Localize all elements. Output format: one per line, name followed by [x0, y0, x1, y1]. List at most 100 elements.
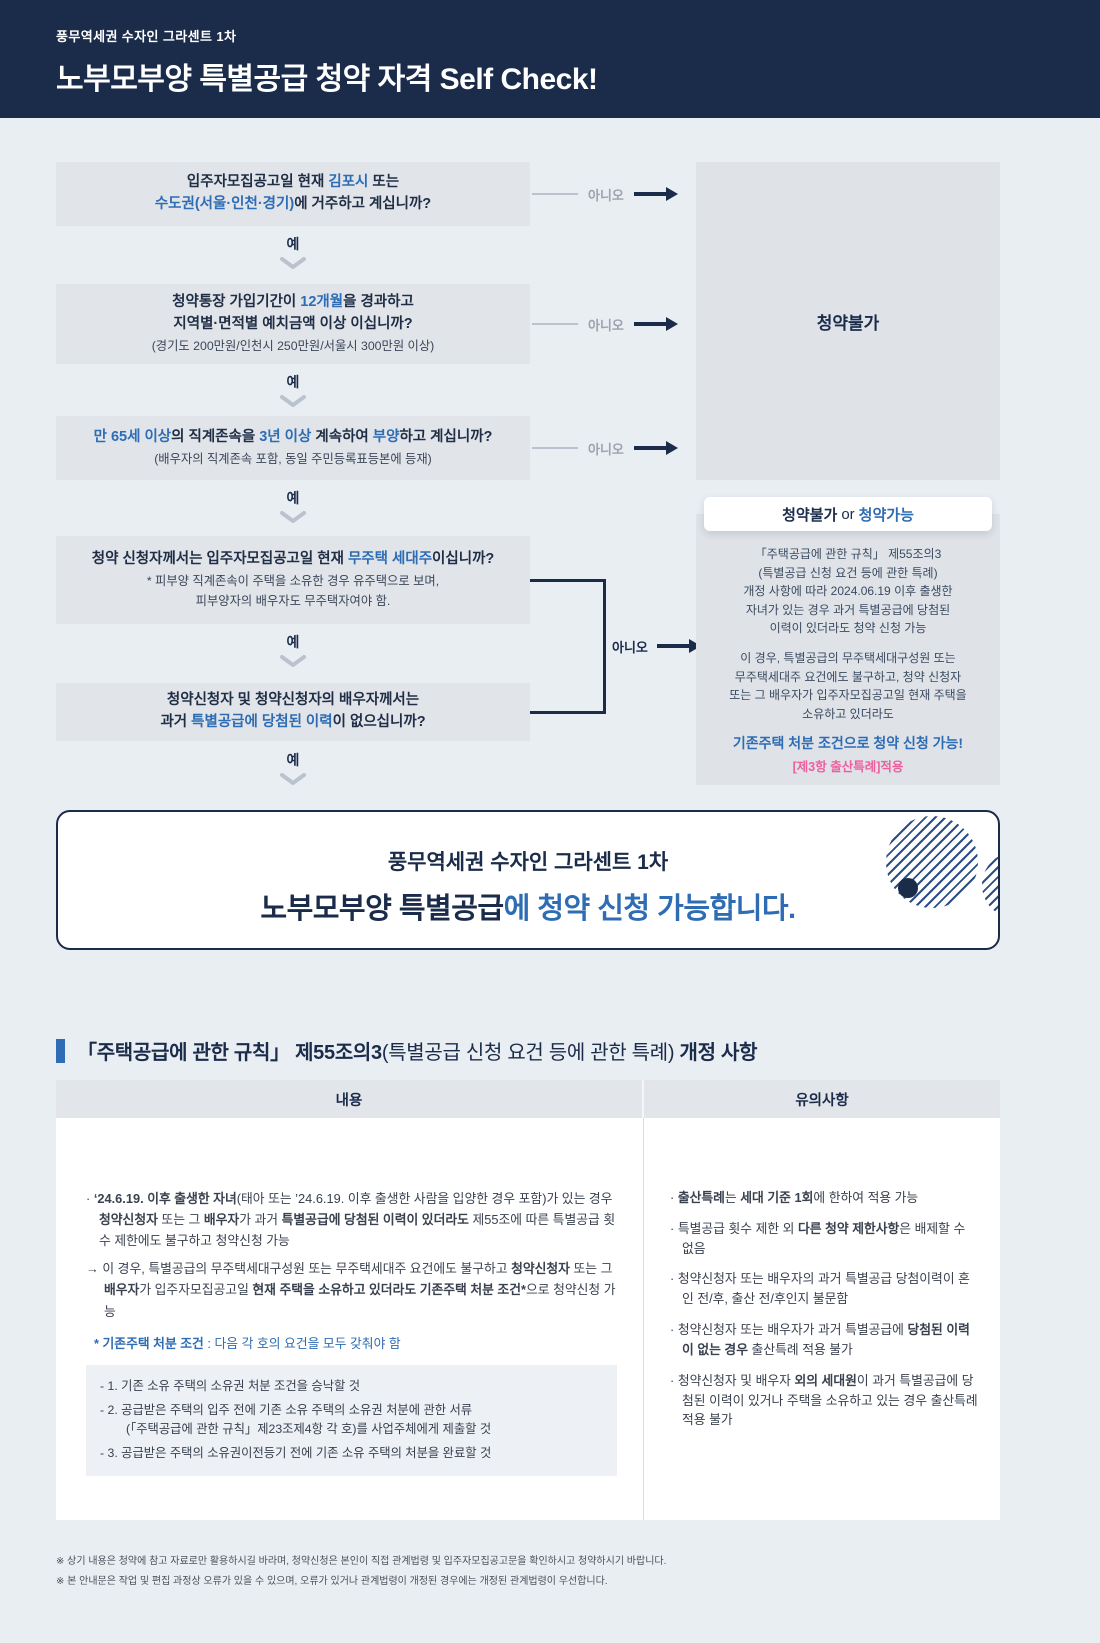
question-text: 수도권(서울·인천·경기)에 거주하고 계십니까?: [154, 196, 432, 212]
striped-circle-icon: [982, 852, 998, 918]
connector-line: [532, 447, 578, 449]
dot-circle-icon: [898, 878, 918, 898]
question-box-account: 청약통장 가입기간이 12개월을 경과하고 지역별·면적별 예치금액 이상 이십…: [56, 284, 530, 364]
right-arrow-icon: [665, 441, 678, 455]
question-box-parents: 만 65세 이상의 직계존속을 3년 이상 계속하여 부양하고 계십니까? (배…: [56, 416, 530, 480]
conditional-panel-title: 청약불가 or 청약가능: [704, 497, 992, 531]
down-chevron-icon: [280, 511, 306, 523]
right-arrow-icon: [665, 187, 678, 201]
conditional-panel-body: 「주택공급에 관한 규칙」 제55조의3 (특별공급 신청 요건 등에 관한 특…: [706, 545, 990, 777]
caution-item: · 출산특례는 세대 기준 1회에 한하여 적용 가능: [670, 1190, 919, 1205]
question-note: 피부양자의 배우자도 무주택자여야 함.: [195, 593, 391, 608]
table-header-content: 내용: [56, 1080, 644, 1118]
conditional-highlight: 기존주택 처분 조건으로 청약 신청 가능!: [732, 735, 964, 752]
yes-label: 예: [286, 374, 300, 390]
conditional-panel: [696, 514, 1000, 785]
condition-item: - 2. 공급받은 주택의 입주 전에 기존 소유 주택의 소유권 처분에 관한…: [100, 1402, 492, 1437]
caution-item: · 청약신청자 또는 배우자가 과거 특별공급에 당첨된 이력이 없는 경우 출…: [670, 1322, 970, 1357]
section-marker: [56, 1038, 65, 1063]
down-chevron-icon: [280, 773, 306, 785]
right-arrow-icon: [665, 317, 678, 331]
result-box-ineligible: 청약불가: [696, 162, 1000, 480]
footer-notes: ※ 상기 내용은 청약에 참고 자료로만 활용하시길 바라며, 청약신청은 본인…: [56, 1552, 666, 1592]
table-cell-cautions: · 출산특례는 세대 기준 1회에 한하여 적용 가능 · 특별공급 횟수 제한…: [644, 1118, 1000, 1520]
content-arrow-note: → 이 경우, 특별공급의 무주택세대구성원 또는 무주택세대주 요건에도 불구…: [86, 1261, 616, 1319]
question-box-homeless-head: 청약 신청자께서는 입주자모집공고일 현재 무주택 세대주이십니까? * 피부양…: [56, 536, 530, 624]
question-note: (경기도 200만원/인천시 250만원/서울시 300만원 이상): [151, 338, 435, 353]
no-label: 아니오: [612, 639, 648, 655]
yes-label: 예: [286, 752, 300, 768]
question-text: 청약 신청자께서는 입주자모집공고일 현재 무주택 세대주이십니까?: [91, 551, 495, 568]
result-message-strong: 노부모부양 특별공급: [260, 893, 504, 925]
result-message: 노부모부양 특별공급에 청약 신청 가능합니다.: [58, 885, 998, 927]
condition-item: - 3. 공급받은 주택의 소유권이전등기 전에 기존 소유 주택의 처분을 완…: [100, 1445, 492, 1460]
down-chevron-icon: [280, 655, 306, 667]
yes-step: 예: [56, 372, 530, 407]
header: 풍무역세권 수자인 그라센트 1차 노부모부양 특별공급 청약 자격 Self …: [0, 0, 1100, 118]
no-connector-2: 아니오: [532, 316, 678, 333]
yes-step: 예: [56, 234, 530, 269]
no-connector-3: 아니오: [532, 440, 678, 457]
no-connector-1: 아니오: [532, 186, 678, 203]
arrow-shaft: [633, 446, 666, 450]
question-box-residence: 입주자모집공고일 현재 김포시 또는 수도권(서울·인천·경기)에 거주하고 계…: [56, 162, 530, 226]
conditional-tag: [제3항 출산특례]적용: [792, 759, 904, 774]
yes-label: 예: [286, 236, 300, 252]
question-note: * 피부양 직계존속이 주택을 소유한 경우 유주택으로 보며,: [146, 574, 440, 589]
table-body: · ‘24.6.19. 이후 출생한 자녀(태아 또는 ’24.6.19. 이후…: [56, 1118, 1000, 1520]
result-message-rest: 에 청약 신청 가능합니다.: [503, 893, 797, 925]
yes-step: 예: [56, 488, 530, 523]
yes-label: 예: [286, 490, 300, 506]
connector-line: [532, 323, 578, 325]
caution-item: · 청약신청자 및 배우자 외의 세대원이 과거 특별공급에 당첨된 이력이 있…: [670, 1372, 978, 1428]
pill-text-ineligible: 청약불가: [782, 506, 838, 524]
arrow-shaft: [633, 192, 666, 196]
yes-label: 예: [286, 634, 300, 650]
page-title: 노부모부양 특별공급 청약 자격 Self Check!: [56, 63, 598, 96]
no-label: 아니오: [588, 187, 624, 203]
table-cell-content: · ‘24.6.19. 이후 출생한 자녀(태아 또는 ’24.6.19. 이후…: [56, 1118, 644, 1520]
section-title-rule: 「주택공급에 관한 규칙」 제55조의3: [77, 1042, 382, 1064]
conditional-paragraph-2: 이 경우, 특별공급의 무주택세대구성원 또는 무주택세대주 요건에도 불구하고…: [729, 650, 967, 721]
result-project-name: 풍무역세권 수자인 그라센트 1차: [387, 851, 669, 874]
yes-step: 예: [56, 632, 530, 667]
table-header-cautions: 유의사항: [644, 1080, 1000, 1118]
footer-note-1: ※ 상기 내용은 청약에 참고 자료로만 활용하시길 바라며, 청약신청은 본인…: [56, 1556, 667, 1567]
question-text: 지역별·면적별 예치금액 이상 이십니까?: [173, 316, 413, 333]
question-text: 청약신청자 및 청약신청자의 배우자께서는: [166, 692, 420, 709]
section-heading: 「주택공급에 관한 규칙」 제55조의3(특별공급 신청 요건 등에 관한 특례…: [56, 1036, 757, 1065]
content-blue-note: * 기존주택 처분 조건 : 다음 각 호의 요건을 모두 갖춰야 함: [94, 1335, 401, 1351]
result-box-eligible: 풍무역세권 수자인 그라센트 1차 노부모부양 특별공급에 청약 신청 가능합니…: [56, 810, 1000, 950]
content-bullet: · ‘24.6.19. 이후 출생한 자녀(태아 또는 ’24.6.19. 이후…: [86, 1191, 616, 1249]
connector-line: [532, 193, 578, 195]
pill-text-eligible: 청약가능: [858, 506, 914, 524]
ineligible-label: 청약불가: [816, 313, 880, 333]
pill-text-or: or: [841, 505, 855, 523]
section-title-paren: (특별공급 신청 요건 등에 관한 특례): [381, 1042, 675, 1064]
condition-item: - 1. 기존 소유 주택의 소유권 처분 조건을 승낙할 것: [100, 1378, 361, 1393]
arrow-shaft: [633, 322, 666, 326]
bracket-line-top: [530, 579, 606, 582]
caution-item: · 특별공급 횟수 제한 외 다른 청약 제한사항은 배제할 수 없음: [670, 1220, 966, 1256]
no-label: 아니오: [588, 317, 624, 333]
table-header-row: 내용 유의사항: [56, 1080, 1000, 1118]
no-connector-4-5: 아니오: [612, 637, 701, 655]
footer-note-2: ※ 본 안내문은 작업 및 편집 과정상 오류가 있을 수 있으며, 오류가 있…: [56, 1576, 608, 1587]
question-text: 입주자모집공고일 현재 김포시 또는: [186, 174, 400, 191]
question-text: 청약통장 가입기간이 12개월을 경과하고: [172, 294, 414, 311]
arrow-shaft: [656, 644, 689, 648]
question-note: (배우자의 직계존속 포함, 동일 주민등록표등본에 등재): [154, 451, 432, 466]
yes-step: 예: [56, 750, 530, 785]
condition-list-box: - 1. 기존 소유 주택의 소유권 처분 조건을 승낙할 것 - 2. 공급받…: [86, 1364, 617, 1476]
down-chevron-icon: [280, 257, 306, 269]
conditional-paragraph-1: 「주택공급에 관한 규칙」 제55조의3 (특별공급 신청 요건 등에 관한 특…: [743, 547, 953, 636]
bracket-line-vertical: [603, 579, 606, 714]
section-title-amend: 개정 사항: [674, 1042, 758, 1064]
bracket-line-bottom: [530, 711, 606, 714]
no-label: 아니오: [588, 441, 624, 457]
question-text: 만 65세 이상의 직계존속을 3년 이상 계속하여 부양하고 계십니까?: [93, 429, 493, 446]
caution-item: · 청약신청자 또는 배우자의 과거 특별공급 당첨이력이 혼인 전/후, 출산…: [670, 1271, 970, 1307]
section-title: 「주택공급에 관한 규칙」 제55조의3(특별공급 신청 요건 등에 관한 특례…: [77, 1036, 757, 1065]
question-box-past-win: 청약신청자 및 청약신청자의 배우자께서는 과거 특별공급에 당첨된 이력이 없…: [56, 683, 530, 741]
